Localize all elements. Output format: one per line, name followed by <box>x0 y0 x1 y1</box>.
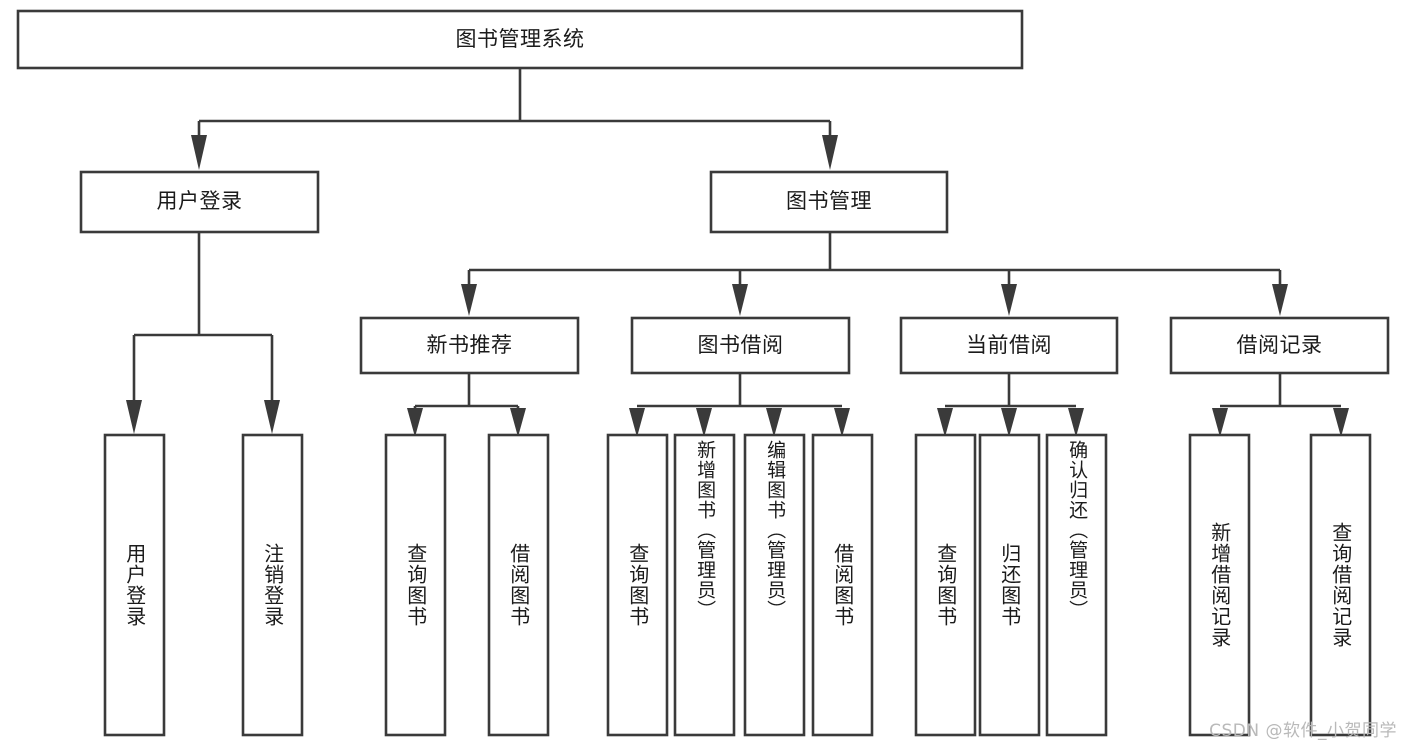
node-root-label: 图书管理系统 <box>455 26 585 51</box>
node-leaf-add-book-label: 新增图书（管理员） <box>694 440 717 620</box>
node-leaf-query-book-1-box[interactable] <box>384 433 447 737</box>
node-leaf-borrow-book-2-label: 借阅图书 <box>830 543 855 627</box>
arrow-head-new-book <box>461 284 477 316</box>
node-leaf-query-book-3-box[interactable] <box>914 433 977 737</box>
node-leaf-edit-book-box[interactable] <box>743 433 806 737</box>
node-leaf-return-book-label: 归还图书 <box>997 543 1022 627</box>
node-leaf-query-record-label: 查询借阅记录 <box>1328 522 1353 648</box>
node-leaf-add-record-label: 新增借阅记录 <box>1207 522 1232 648</box>
node-leaf-query-book-3-label: 查询图书 <box>933 543 958 627</box>
node-current-borrow-label: 当前借阅 <box>966 332 1052 357</box>
node-leaf-logout-box[interactable] <box>241 433 304 737</box>
arrow-head-leaf-add-book <box>696 408 712 437</box>
arrow-head-book-mgmt <box>822 135 838 170</box>
arrow-head-leaf-query-book-1 <box>407 408 423 437</box>
node-book-borrow-box[interactable] <box>630 316 851 375</box>
node-leaf-confirm-return-box[interactable] <box>1045 433 1108 737</box>
node-root-box[interactable] <box>16 9 1024 70</box>
node-leaf-query-book-1-label: 查询图书 <box>403 543 428 627</box>
arrow-head-leaf-user-login <box>126 400 142 434</box>
arrow-head-leaf-return-book <box>1001 408 1017 437</box>
node-leaf-query-book-2-box[interactable] <box>606 433 669 737</box>
node-leaf-borrow-book-1-box[interactable] <box>487 433 550 737</box>
node-leaf-add-book-box[interactable] <box>673 433 736 737</box>
node-leaf-query-record-box[interactable] <box>1309 433 1372 737</box>
node-user-login-box[interactable] <box>79 170 320 234</box>
arrow-head-leaf-borrow-book-2 <box>834 408 850 437</box>
node-current-borrow-box[interactable] <box>899 316 1119 375</box>
node-book-borrow-label: 图书借阅 <box>697 332 784 357</box>
node-leaf-borrow-book-2-box[interactable] <box>811 433 874 737</box>
node-leaf-user-login-label: 用户登录 <box>122 543 147 627</box>
node-leaf-add-record-box[interactable] <box>1188 433 1251 737</box>
arrow-head-current-borrow <box>1001 284 1017 316</box>
arrow-head-leaf-query-book-2 <box>629 408 645 437</box>
csdn-watermark: CSDN @软件_小贺同学 <box>1209 721 1397 741</box>
node-book-mgmt-box[interactable] <box>709 170 949 234</box>
arrow-head-leaf-add-record <box>1212 408 1228 437</box>
node-leaf-edit-book-label: 编辑图书（管理员） <box>764 440 787 620</box>
arrow-head-leaf-confirm-return <box>1068 408 1084 437</box>
node-leaf-borrow-book-1-label: 借阅图书 <box>506 543 531 627</box>
node-leaf-logout-label: 注销登录 <box>260 543 285 627</box>
arrow-head-leaf-logout <box>264 400 280 434</box>
node-book-mgmt-label: 图书管理 <box>786 189 872 214</box>
arrow-head-leaf-borrow-book-1 <box>510 408 526 437</box>
arrow-head-leaf-query-book-3 <box>937 408 953 437</box>
arrow-head-user-login <box>191 135 207 170</box>
node-leaf-query-book-2-label: 查询图书 <box>625 543 650 627</box>
node-user-login-label: 用户登录 <box>156 189 243 214</box>
node-leaf-confirm-return-label: 确认归还（管理员） <box>1066 440 1089 620</box>
arrow-head-leaf-query-record <box>1333 408 1349 437</box>
node-new-book-box[interactable] <box>359 316 580 375</box>
node-borrow-record-label: 借阅记录 <box>1236 332 1323 357</box>
node-leaf-return-book-box[interactable] <box>978 433 1041 737</box>
node-new-book-label: 新书推荐 <box>426 332 513 357</box>
node-leaf-user-login-box[interactable] <box>103 433 166 737</box>
arrow-head-book-borrow <box>732 284 748 316</box>
arrow-head-borrow-record <box>1272 284 1288 316</box>
arrow-head-leaf-edit-book <box>766 408 782 437</box>
